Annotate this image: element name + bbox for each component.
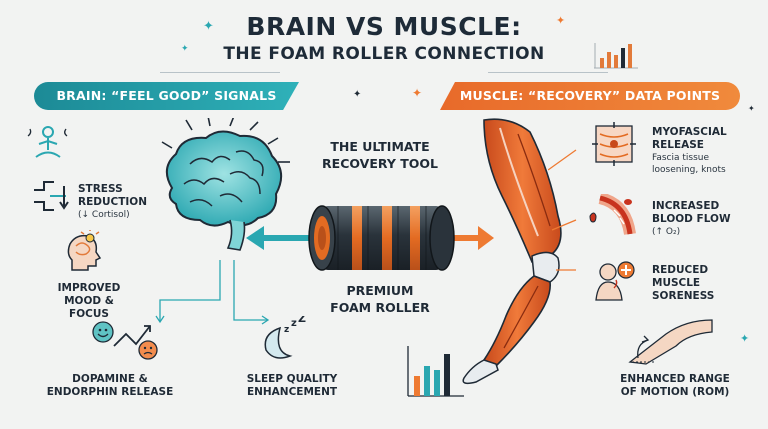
dopamine-label: DOPAMINE &: [72, 373, 148, 385]
muscle-section-banner: MUSCLE: “RECOVERY” DATA POINTS: [440, 82, 740, 110]
svg-text:Z: Z: [298, 316, 306, 325]
page-title: BRAIN VS MUSCLE:: [246, 12, 522, 41]
soreness-label-2: MUSCLE: [652, 277, 701, 289]
meditation-icon: [27, 126, 68, 158]
sparkle-icon: ✦: [412, 86, 423, 100]
sore-person-icon: [595, 261, 635, 301]
svg-text:z: z: [291, 318, 297, 329]
sleep-label-2: ENHANCEMENT: [246, 386, 338, 398]
stress-reduction-icon: [34, 181, 69, 211]
mood-label: IMPROVED: [57, 282, 121, 294]
fascia-icon: [592, 122, 636, 166]
sparkle-icon: ✦: [203, 19, 214, 34]
blood-flow-label-2: BLOOD FLOW: [652, 213, 731, 225]
myofascial-detail-2: loosening, knots: [652, 165, 726, 175]
title-divider-left: [160, 72, 280, 73]
arrow-right-icon: [454, 226, 494, 250]
sparkle-icon: ✦: [353, 89, 362, 100]
myofascial-label-2: RELEASE: [652, 139, 704, 151]
center-top-label-2: RECOVERY TOOL: [322, 156, 438, 171]
sparkle-icon: ✦: [748, 104, 755, 113]
moon-zzz-icon: z z Z: [264, 316, 306, 359]
head-lightbulb-icon: [67, 230, 102, 271]
center-bottom-label: PREMIUM: [346, 283, 414, 298]
sparkle-icon: ✦: [556, 14, 566, 27]
center-bottom-label-2: FOAM ROLLER: [330, 300, 430, 315]
stress-label-2: REDUCTION: [78, 196, 147, 208]
stress-detail: (↓ Cortisol): [78, 210, 130, 220]
brain-connector-lines: [155, 260, 270, 325]
soreness-label-3: SORENESS: [652, 290, 715, 302]
sleep-label: SLEEP QUALITY: [246, 373, 338, 385]
center-top-label: THE ULTIMATE: [330, 139, 430, 154]
blood-vessel-icon: [589, 194, 636, 236]
brain-illustration: [161, 118, 290, 251]
myofascial-label: MYOFASCIAL: [652, 126, 727, 138]
leg-muscle-illustration: [462, 118, 562, 385]
blood-flow-label: INCREASED: [652, 200, 720, 212]
emoji-chart-icon: [92, 321, 158, 360]
foam-roller-illustration: [308, 205, 455, 271]
title-divider-right: [488, 72, 608, 73]
bar-chart-icon: [407, 346, 464, 397]
dopamine-label-2: ENDORPHIN RELEASE: [46, 386, 174, 398]
rom-label: ENHANCED RANGE: [620, 373, 730, 385]
myofascial-detail: Fascia tissue: [652, 153, 710, 163]
blood-flow-detail: (↑ O₂): [652, 227, 681, 237]
sparkle-icon: ✦: [740, 332, 750, 345]
stress-label: STRESS: [78, 183, 123, 195]
rom-label-2: OF MOTION (ROM): [620, 386, 730, 398]
brain-section-banner: BRAIN: “FEEL GOOD” SIGNALS: [34, 82, 299, 110]
muscle-connector-lines: [548, 149, 577, 271]
svg-text:z: z: [284, 325, 289, 335]
mood-label-2: MOOD & FOCUS: [64, 295, 114, 320]
bar-chart-icon: [594, 43, 638, 69]
page-subtitle: THE FOAM ROLLER CONNECTION: [223, 44, 545, 64]
arrow-left-icon: [246, 226, 312, 250]
knee-angle-icon: [628, 319, 713, 365]
sparkle-icon: ✦: [181, 44, 189, 54]
soreness-label: REDUCED: [652, 264, 709, 276]
